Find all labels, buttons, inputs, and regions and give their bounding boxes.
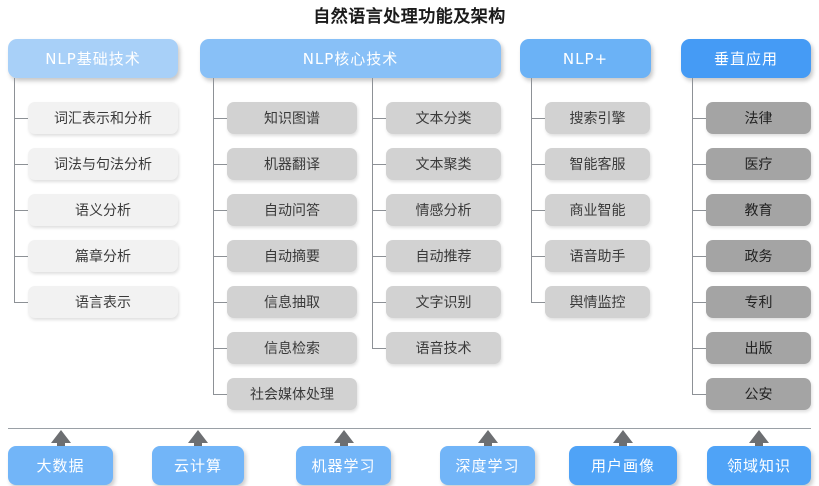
leaf-node[interactable]: 语言表示 bbox=[28, 286, 178, 318]
up-arrow-icon bbox=[333, 430, 354, 443]
leaf-node[interactable]: 语音技术 bbox=[386, 332, 501, 364]
branch-stem-nlp-core-a bbox=[213, 78, 214, 394]
branch-connector bbox=[692, 302, 706, 303]
leaf-node[interactable]: 词法与句法分析 bbox=[28, 148, 178, 180]
branch-connector bbox=[372, 348, 386, 349]
branch-connector bbox=[213, 164, 227, 165]
branch-connector bbox=[372, 118, 386, 119]
leaf-node[interactable]: 舆情监控 bbox=[545, 286, 650, 318]
leaf-node[interactable]: 语音助手 bbox=[545, 240, 650, 272]
leaf-node[interactable]: 篇章分析 bbox=[28, 240, 178, 272]
up-arrow-icon bbox=[613, 430, 633, 443]
leaf-node[interactable]: 自动摘要 bbox=[227, 240, 357, 272]
leaf-node[interactable]: 信息抽取 bbox=[227, 286, 357, 318]
leaf-node[interactable]: 文本聚类 bbox=[386, 148, 501, 180]
branch-connector bbox=[14, 302, 28, 303]
foundation-item[interactable]: 云计算 bbox=[152, 446, 244, 485]
leaf-node[interactable]: 文字识别 bbox=[386, 286, 501, 318]
leaf-node[interactable]: 社会媒体处理 bbox=[227, 378, 357, 410]
leaf-node[interactable]: 商业智能 bbox=[545, 194, 650, 226]
up-arrow-icon bbox=[50, 430, 71, 443]
branch-connector bbox=[372, 302, 386, 303]
branch-stem-nlp-basic bbox=[14, 78, 15, 302]
leaf-node[interactable]: 专利 bbox=[706, 286, 811, 318]
branch-connector bbox=[14, 118, 28, 119]
foundation-item[interactable]: 机器学习 bbox=[296, 446, 391, 485]
branch-connector bbox=[531, 164, 545, 165]
leaf-node[interactable]: 搜索引擎 bbox=[545, 102, 650, 134]
branch-connector bbox=[14, 164, 28, 165]
leaf-node[interactable]: 词汇表示和分析 bbox=[28, 102, 178, 134]
leaf-node[interactable]: 机器翻译 bbox=[227, 148, 357, 180]
leaf-node[interactable]: 智能客服 bbox=[545, 148, 650, 180]
branch-connector bbox=[372, 164, 386, 165]
leaf-node[interactable]: 语义分析 bbox=[28, 194, 178, 226]
foundation-item[interactable]: 大数据 bbox=[8, 446, 113, 485]
leaf-node[interactable]: 出版 bbox=[706, 332, 811, 364]
leaf-node[interactable]: 自动问答 bbox=[227, 194, 357, 226]
leaf-node[interactable]: 法律 bbox=[706, 102, 811, 134]
foundation-item[interactable]: 领域知识 bbox=[707, 446, 811, 485]
foundation-item[interactable]: 用户画像 bbox=[569, 446, 677, 485]
branch-connector bbox=[213, 256, 227, 257]
branch-connector bbox=[213, 118, 227, 119]
foundation-item[interactable]: 深度学习 bbox=[440, 446, 535, 485]
header-nlp-plus[interactable]: NLP+ bbox=[520, 39, 651, 78]
branch-connector bbox=[213, 394, 227, 395]
branch-connector bbox=[531, 118, 545, 119]
branch-connector bbox=[692, 348, 706, 349]
branch-connector bbox=[372, 256, 386, 257]
branch-connector bbox=[692, 256, 706, 257]
branch-stem-vertical-apps bbox=[692, 78, 693, 394]
leaf-node[interactable]: 知识图谱 bbox=[227, 102, 357, 134]
branch-connector bbox=[692, 394, 706, 395]
branch-connector bbox=[213, 210, 227, 211]
branch-connector bbox=[14, 210, 28, 211]
leaf-node[interactable]: 自动推荐 bbox=[386, 240, 501, 272]
branch-connector bbox=[692, 118, 706, 119]
leaf-node[interactable]: 公安 bbox=[706, 378, 811, 410]
header-vertical-apps[interactable]: 垂直应用 bbox=[681, 39, 811, 78]
branch-stem-nlp-core-b bbox=[372, 78, 373, 348]
leaf-node[interactable]: 情感分析 bbox=[386, 194, 501, 226]
branch-connector bbox=[531, 256, 545, 257]
branch-connector bbox=[372, 210, 386, 211]
page-title: 自然语言处理功能及架构 bbox=[313, 7, 506, 27]
leaf-node[interactable]: 文本分类 bbox=[386, 102, 501, 134]
branch-connector bbox=[213, 348, 227, 349]
branch-connector bbox=[692, 164, 706, 165]
up-arrow-icon bbox=[188, 430, 208, 443]
header-nlp-basic[interactable]: NLP基础技术 bbox=[8, 39, 178, 78]
branch-connector bbox=[14, 256, 28, 257]
leaf-node[interactable]: 信息检索 bbox=[227, 332, 357, 364]
branch-stem-nlp-plus bbox=[531, 78, 532, 302]
branch-connector bbox=[692, 210, 706, 211]
header-nlp-core[interactable]: NLP核心技术 bbox=[200, 39, 501, 78]
up-arrow-icon bbox=[749, 430, 769, 443]
up-arrow-icon bbox=[477, 430, 498, 443]
leaf-node[interactable]: 政务 bbox=[706, 240, 811, 272]
foundation-baseline bbox=[8, 428, 811, 429]
leaf-node[interactable]: 教育 bbox=[706, 194, 811, 226]
leaf-node[interactable]: 医疗 bbox=[706, 148, 811, 180]
branch-connector bbox=[531, 210, 545, 211]
branch-connector bbox=[531, 302, 545, 303]
branch-connector bbox=[213, 302, 227, 303]
